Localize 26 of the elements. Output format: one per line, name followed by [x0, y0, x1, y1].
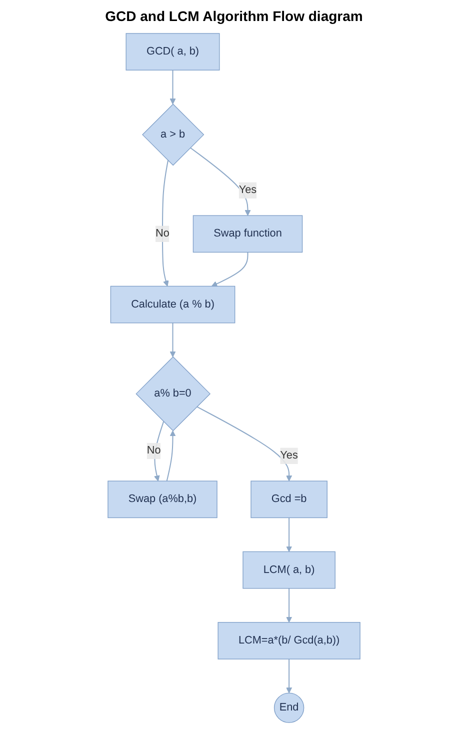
arrow — [162, 160, 169, 286]
node-box: Swap (a%b,b) — [108, 480, 218, 518]
node-diamond: a% b=0 — [136, 356, 211, 432]
node-box: Swap function — [192, 215, 303, 253]
node-box: Calculate (a % b) — [110, 286, 236, 324]
diagram-title: GCD and LCM Algorithm Flow diagram — [104, 8, 364, 24]
edge-label: No — [146, 444, 161, 456]
arrow — [211, 252, 248, 287]
arrow — [286, 659, 292, 694]
node-box: GCD( a, b) — [126, 33, 220, 70]
arrow — [286, 588, 292, 623]
edge-label: Yes — [238, 184, 257, 196]
node-box: LCM=a*(b/ Gcd(a,b)) — [218, 622, 360, 660]
arrow — [196, 406, 292, 482]
node-circle: End — [274, 692, 304, 723]
arrow — [190, 147, 251, 216]
node-box: Gcd =b — [250, 480, 328, 518]
edge-label: No — [156, 228, 170, 240]
arrow — [170, 70, 176, 104]
node-diamond: a > b — [142, 104, 204, 166]
node-box: LCM( a, b) — [242, 551, 336, 589]
arrow — [170, 322, 176, 358]
arrow — [154, 421, 164, 482]
arrow — [286, 518, 292, 552]
arrow — [166, 430, 176, 482]
edge-label: Yes — [280, 450, 298, 462]
